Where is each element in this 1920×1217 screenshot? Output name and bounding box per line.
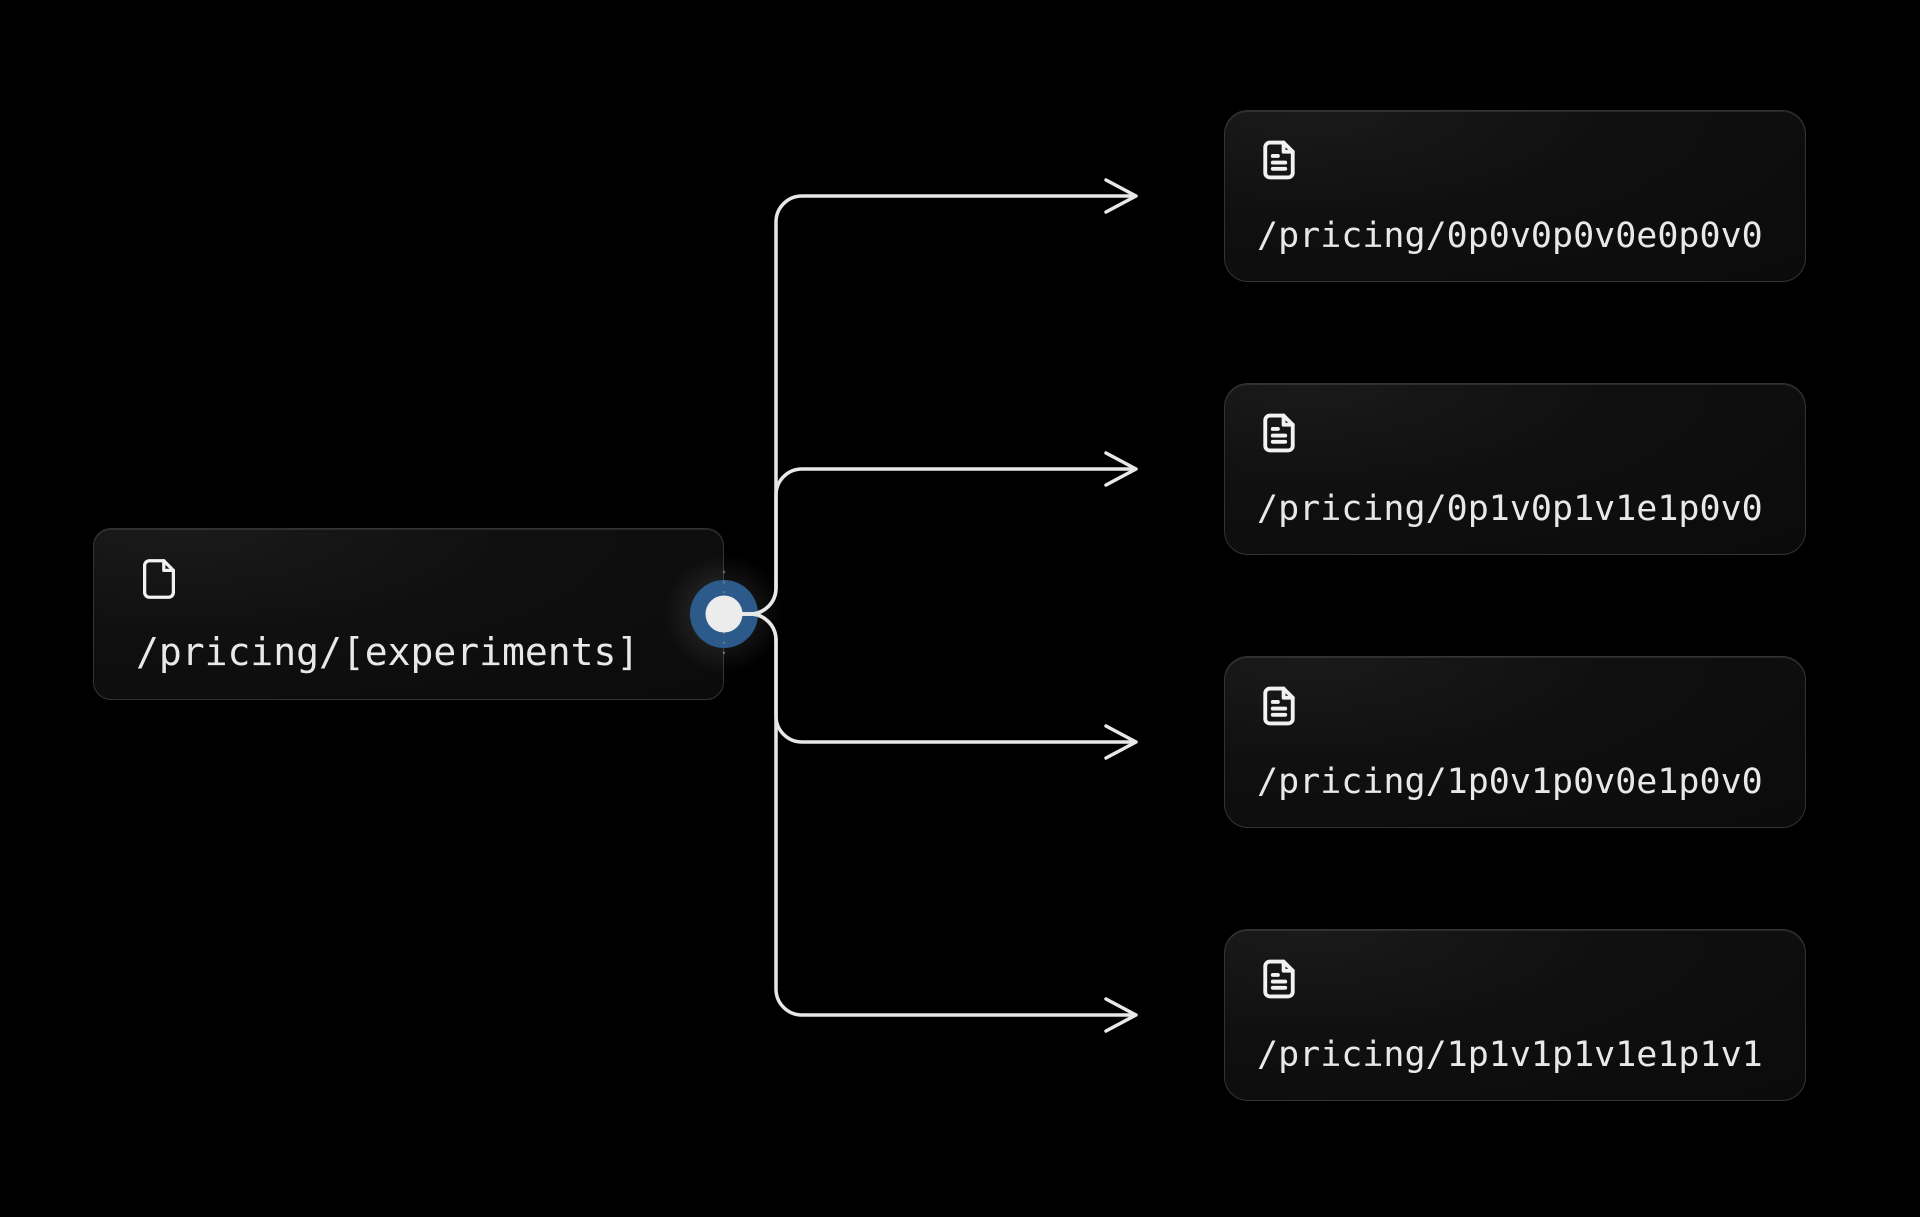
target-node-variant-3[interactable]: /pricing/1p0v1p0v0e1p0v0 xyxy=(1224,656,1806,828)
target-node-label: /pricing/0p1v0p1v1e1p0v0 xyxy=(1257,489,1763,530)
edge-to-target-1 xyxy=(722,451,1138,616)
arrowhead-icon xyxy=(1104,178,1138,214)
file-text-icon xyxy=(1257,955,1777,1003)
target-node-label: /pricing/1p0v1p0v0e1p0v0 xyxy=(1257,762,1763,803)
target-node-variant-1[interactable]: /pricing/0p0v0p0v0e0p0v0 xyxy=(1224,110,1806,282)
file-icon xyxy=(136,554,687,604)
file-text-icon xyxy=(1257,409,1777,457)
target-node-variant-4[interactable]: /pricing/1p1v1p1v1e1p1v1 xyxy=(1224,929,1806,1101)
arrowhead-icon xyxy=(1104,451,1138,487)
edge-to-target-0 xyxy=(722,178,1138,616)
edge-to-target-3 xyxy=(722,612,1138,1033)
target-node-label: /pricing/1p1v1p1v1e1p1v1 xyxy=(1257,1035,1763,1076)
source-node-label: /pricing/[experiments] xyxy=(136,630,640,675)
arrowhead-icon xyxy=(1104,724,1138,760)
arrowhead-icon xyxy=(1104,997,1138,1033)
file-text-icon xyxy=(1257,682,1777,730)
target-node-variant-2[interactable]: /pricing/0p1v0p1v1e1p0v0 xyxy=(1224,383,1806,555)
target-node-label: /pricing/0p0v0p0v0e0p0v0 xyxy=(1257,216,1763,257)
edge-to-target-2 xyxy=(722,612,1138,760)
source-node-pricing-experiments[interactable]: /pricing/[experiments] xyxy=(93,528,724,700)
file-text-icon xyxy=(1257,136,1777,184)
